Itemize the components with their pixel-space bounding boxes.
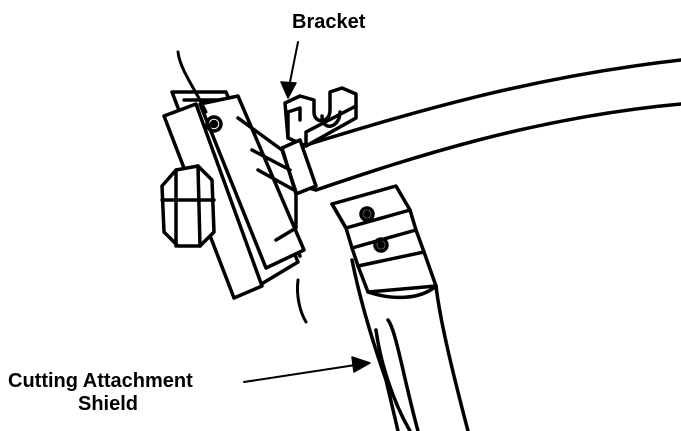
cutting-attachment-shield — [330, 184, 470, 431]
retaining-nut — [160, 164, 216, 248]
shield-label-line1: Cutting Attachment — [8, 370, 193, 392]
bracket-leader — [280, 41, 299, 99]
shield-leader — [243, 356, 371, 383]
bracket — [283, 86, 358, 148]
bracket-label: Bracket — [292, 11, 366, 33]
shield-label-line2: Shield — [78, 393, 139, 415]
upper-shaft — [289, 58, 681, 192]
